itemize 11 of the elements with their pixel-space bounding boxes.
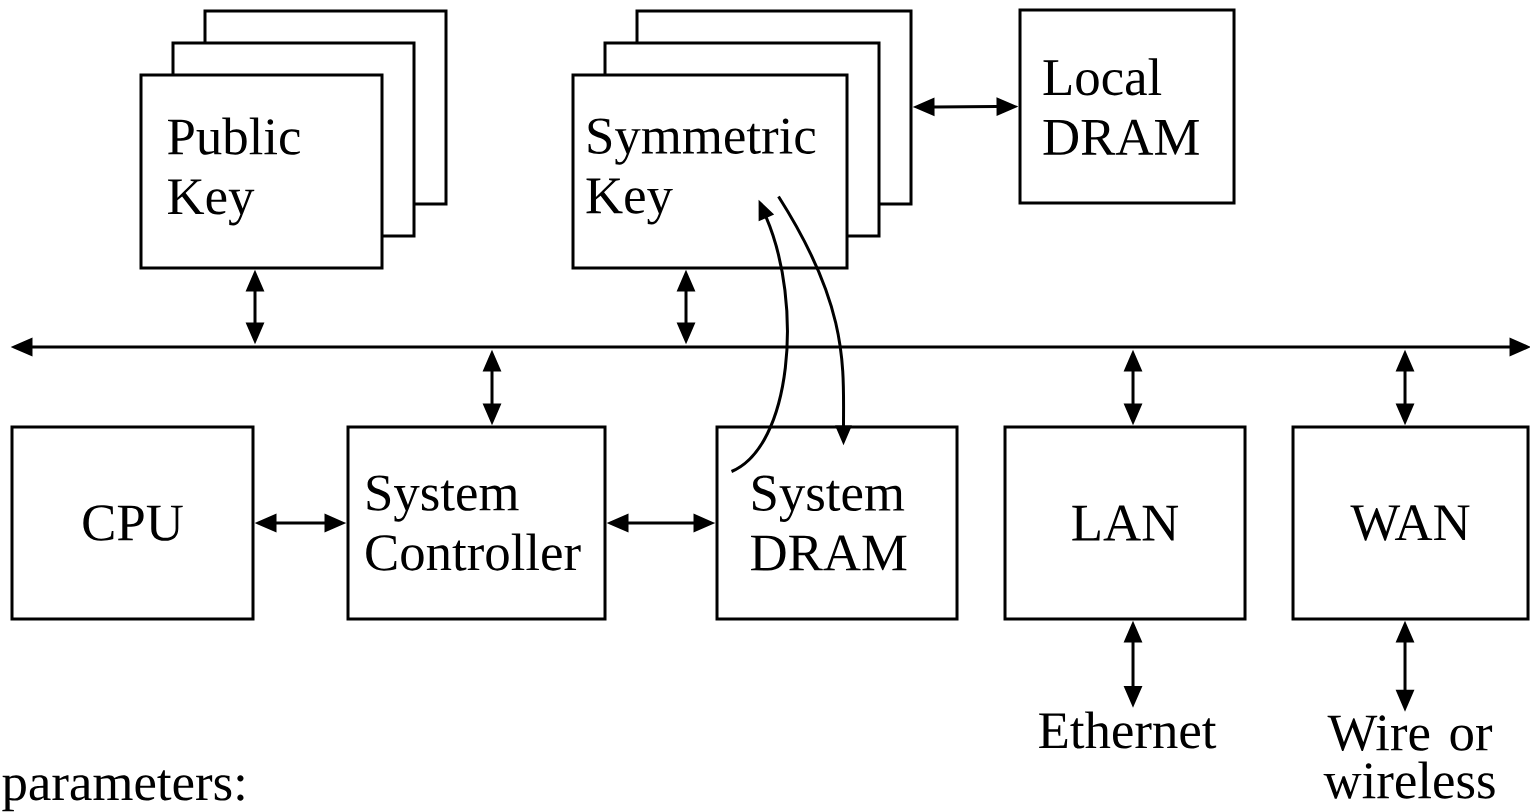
- note-text: parameters:: [2, 770, 244, 812]
- stacked-boxes: Symmetric Key: [571, 9, 913, 270]
- block-box: LAN: [1003, 425, 1247, 621]
- block-box: WAN: [1291, 425, 1530, 621]
- port-label: Wire or wireless: [1323, 715, 1495, 799]
- block-box: Local DRAM: [1018, 8, 1236, 205]
- block-box: System DRAM: [715, 425, 959, 621]
- block-box: System Controller: [346, 425, 607, 621]
- block-box: CPU: [10, 425, 255, 621]
- stacked-boxes: Public Key: [139, 9, 448, 270]
- port-label: Ethernet: [1039, 711, 1217, 749]
